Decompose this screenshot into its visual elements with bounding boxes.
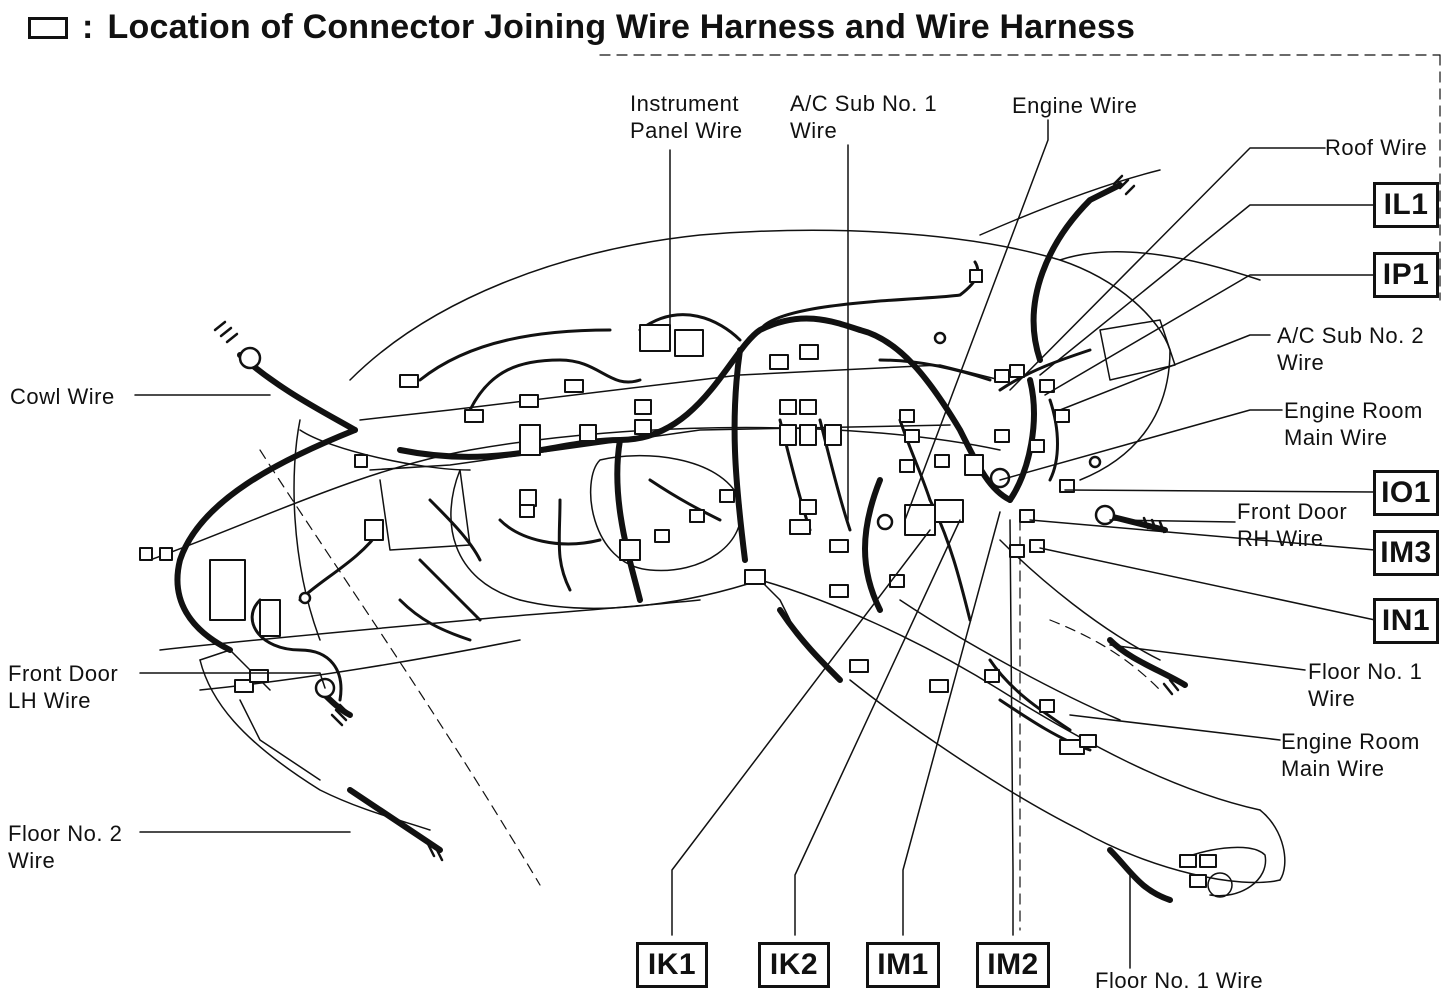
connector-code-in1: IN1 (1373, 598, 1439, 644)
connector-code-il1: IL1 (1373, 182, 1439, 228)
dashboard-outline (149, 169, 1261, 691)
connector-code-im1: IM1 (866, 942, 940, 988)
left-floor-channel (199, 649, 431, 831)
connector-legend-box-icon (28, 16, 68, 39)
connector-code-ik2: IK2 (758, 942, 830, 988)
diagram-title: Location of Connector Joining Wire Harne… (107, 8, 1136, 46)
diagram-title-row: : Location of Connector Joining Wire Har… (28, 8, 1135, 47)
main-harness-runs (174, 182, 1188, 903)
label-floor-no1-wire-bottom: Floor No. 1 Wire (1095, 968, 1264, 993)
grommets (238, 331, 1116, 699)
wire-end-hatches (213, 174, 1180, 862)
leader-lines (134, 119, 1376, 969)
connector-code-im2: IM2 (976, 942, 1050, 988)
connector-code-io1: IO1 (1373, 470, 1439, 516)
connector-code-im3: IM3 (1373, 530, 1439, 576)
branch-wires (250, 260, 1092, 752)
connector-code-ik1: IK1 (636, 942, 708, 988)
label-cowl-wire: Cowl Wire (10, 384, 115, 409)
title-separator: : (82, 8, 94, 46)
connector-code-ip1: IP1 (1373, 252, 1439, 298)
label-roof-wire: Roof Wire (1325, 135, 1428, 160)
label-engine-wire: Engine Wire (1012, 93, 1138, 118)
reference-dash-lines (259, 54, 1441, 931)
